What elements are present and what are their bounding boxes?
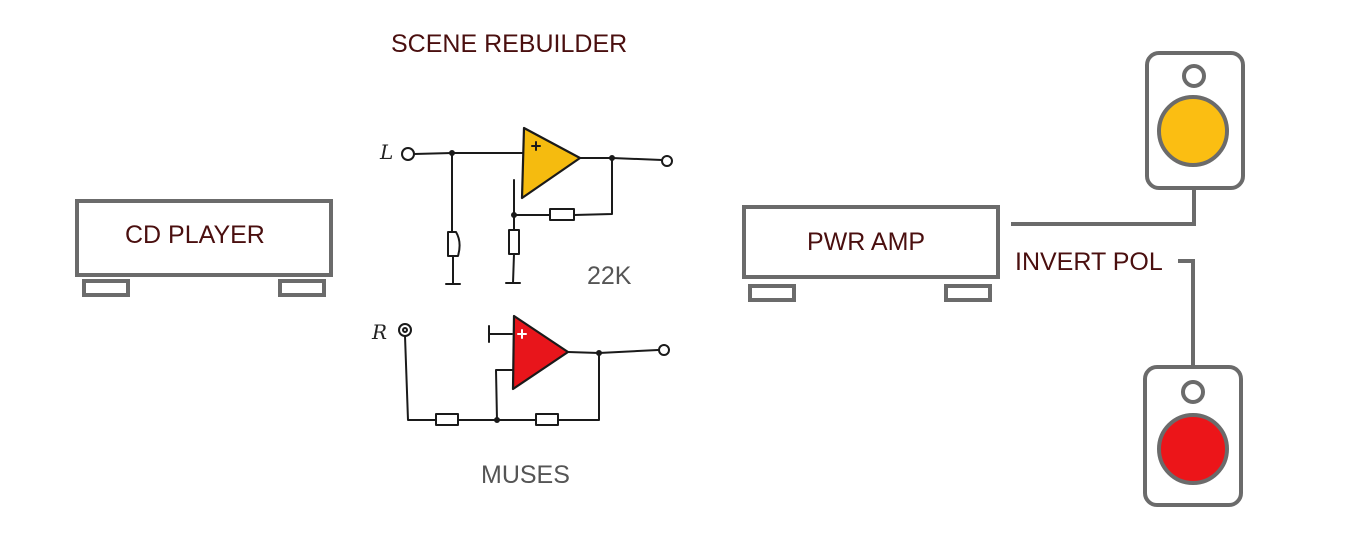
right-feedback-wire-2 [557,352,600,421]
left-input-terminal [401,147,415,161]
right-feedback-resistor [535,413,559,426]
invert-pol-label: INVERT POL [1015,248,1163,276]
top-speaker-woofer [1157,95,1229,167]
right-channel-label: R [372,320,388,344]
right-input-resistor [435,413,459,426]
right-input-wire [404,335,437,421]
left-feedback-resistor [549,208,575,221]
right-opamp-plus-sign [517,329,527,339]
speaker-wiring [1011,189,1196,366]
bottom-speaker-tweeter [1181,380,1205,404]
pwr-amp-foot-right [944,284,992,302]
cd-player [75,199,333,297]
left-opamp [520,126,582,200]
power-amplifier [742,205,1000,302]
cd-player-label: CD PLAYER [125,221,265,249]
cd-player-foot-left [82,279,130,297]
right-junction-2 [596,350,602,356]
pwr-amp-foot-left [748,284,796,302]
right-inverting-wire [495,369,513,421]
right-opamp [511,314,570,391]
left-gain-resistor [508,229,520,255]
wire-to-bottom-speaker [1178,259,1195,366]
left-gain-ground-wire [512,253,515,284]
top-speaker-tweeter [1182,64,1206,88]
pwr-amp-body [742,205,1000,279]
bottom-speaker-woofer [1157,413,1229,485]
left-shunt-resistor [447,231,461,257]
left-channel-label: L [380,140,394,164]
cd-player-foot-right [278,279,326,297]
left-output-wire [579,157,663,161]
wire-to-top-speaker [1011,189,1196,226]
cd-player-body [75,199,333,277]
left-input-wire [413,152,525,155]
bottom-speaker [1143,365,1243,507]
opamp-label: MUSES [481,461,570,489]
top-speaker [1145,51,1245,190]
right-output-wire [567,349,659,354]
left-opamp-plus-sign [531,141,541,151]
right-input-terminal [398,323,412,337]
right-channel-circuit [398,314,670,426]
diagram-title: SCENE REBUILDER [391,30,628,58]
right-output-terminal [658,344,670,356]
left-channel-circuit [401,126,673,285]
left-feedback-wire-2 [573,157,613,216]
pwr-amp-label: PWR AMP [807,228,926,256]
left-junction-3 [609,155,615,161]
right-input-terminal-center [402,327,408,333]
resistor-value-label: 22K [587,262,632,290]
left-output-terminal [661,155,673,167]
